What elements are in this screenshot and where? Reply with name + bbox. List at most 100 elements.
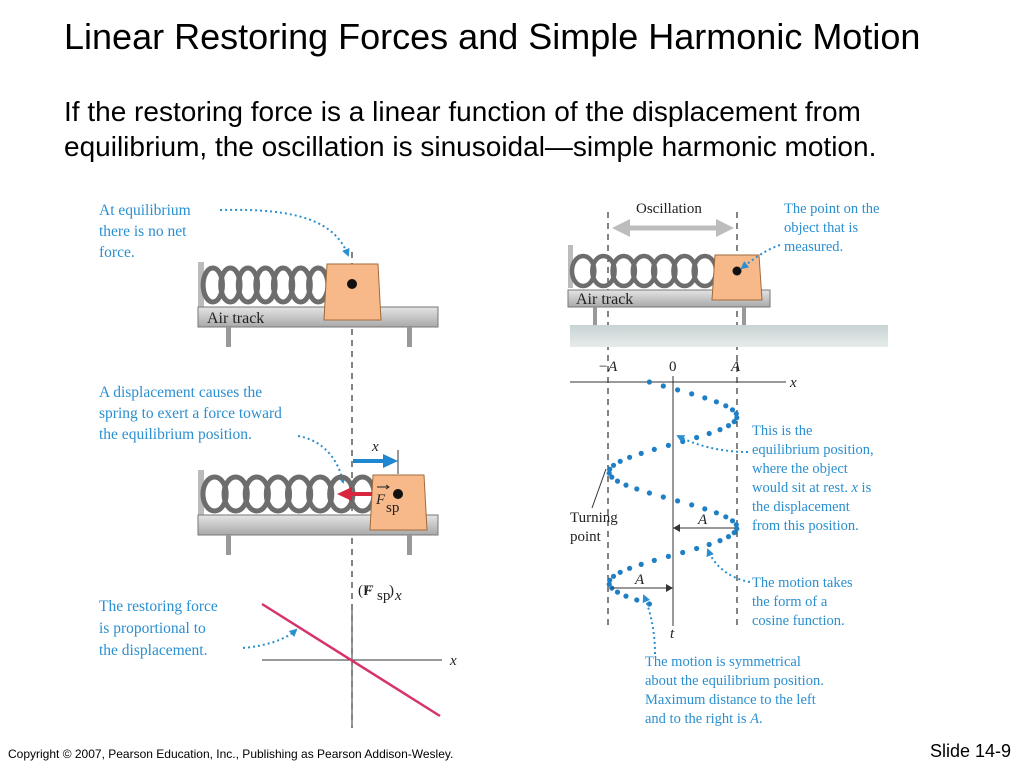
tick-zero: 0 [669, 359, 677, 375]
symmetry-note-line-1: The motion is symmetrical [645, 654, 801, 670]
graph-y-label-open: (F [358, 583, 371, 599]
eq-note-line-4a: would sit at rest. [752, 480, 851, 496]
cosine-dot [606, 581, 612, 587]
symmetry-note-line-4b: A [749, 711, 759, 727]
cosine-dot [729, 518, 736, 524]
restoring-note-line-2: is proportional to [99, 620, 206, 637]
equilibrium-note-line-1: At equilibrium [99, 202, 191, 219]
point-note-leader [740, 244, 781, 270]
tick-neg-a: −A [598, 359, 618, 375]
floor [570, 325, 888, 347]
cosine-note-line-3: cosine function. [752, 613, 845, 629]
graph-y-label-x: x [394, 588, 402, 604]
eq-note-line-4b: x [850, 480, 858, 496]
cosine-dot [725, 423, 732, 429]
copyright-text: Copyright © 2007, Pearson Education, Inc… [8, 747, 454, 761]
cosine-dot [634, 486, 640, 492]
eq-note-line-4: would sit at rest. x is [752, 480, 872, 496]
eq-note-line-6: from this position. [752, 518, 859, 534]
glider-dot-2 [393, 489, 403, 499]
glider-dot-1 [347, 279, 357, 289]
cosine-dot [689, 502, 695, 508]
top-air-track-setup: Air track [197, 262, 439, 347]
force-label: F [375, 492, 386, 508]
amplitude-arrow-1-head [673, 524, 680, 532]
air-track-label-3: Air track [576, 291, 633, 308]
cosine-dot [706, 541, 712, 548]
cosine-dot [627, 454, 633, 460]
cosine-note-leader [706, 548, 751, 583]
track-leg-3a [593, 307, 597, 325]
oscillation-arrow-right-head [716, 219, 734, 237]
symmetry-note-leader [642, 594, 656, 655]
oscillation-arrow-left-head [612, 219, 630, 237]
cosine-dot [660, 494, 666, 500]
cosine-dot [609, 474, 615, 480]
cosine-dot [713, 399, 720, 405]
cosine-dot [634, 597, 640, 603]
cosine-dot [702, 395, 708, 401]
cosine-dot [723, 403, 729, 409]
subtitle-line-1: If the restoring force is a linear funct… [64, 96, 861, 127]
right-top-setup: Oscillation Air track [567, 201, 888, 628]
displacement-note: A displacement causes the spring to exer… [99, 384, 346, 484]
equilibrium-note-line-2: there is no net [99, 223, 187, 240]
cosine-dot [623, 482, 629, 488]
spring-1 [200, 265, 331, 305]
cosine-dot [617, 458, 623, 464]
symmetry-note: The motion is symmetrical about the equi… [642, 594, 824, 727]
cosine-dot [623, 593, 629, 599]
cosine-dot [731, 530, 737, 536]
track-leg-1b [407, 327, 412, 347]
amplitude-label-2: A [634, 572, 645, 588]
point-note-line-3: measured. [784, 239, 843, 255]
glider-block-2 [369, 474, 428, 531]
amplitude-label-1: A [697, 512, 708, 528]
track-leg-3b [742, 307, 746, 325]
turning-point-line-1: Turning [570, 510, 618, 526]
cosine-dot [713, 510, 720, 516]
cosine-note-line-2: the form of a [752, 594, 828, 610]
cosine-dot [733, 522, 739, 528]
cosine-note-line-1: The motion takes [752, 575, 853, 591]
cosine-dot [717, 538, 723, 544]
cosine-dot [665, 553, 672, 560]
equilibrium-note-line-3: force. [99, 244, 135, 261]
cosine-dot [617, 569, 623, 575]
pt-x-axis-label: x [789, 375, 797, 391]
force-displacement-graph: x (F F sp ) x [261, 583, 457, 728]
displacement-note-line-2: spring to exert a force toward [99, 405, 282, 422]
track-leg-2b [407, 535, 412, 555]
turning-point-leader [591, 468, 607, 509]
equilibrium-note: At equilibrium there is no net force. [99, 202, 350, 261]
cosine-dot [607, 577, 613, 583]
cosine-dot [610, 573, 617, 579]
spring-force-arrow-head [337, 487, 352, 501]
turning-point-line-2: point [570, 529, 602, 545]
cosine-dot [610, 462, 617, 468]
equilibrium-position-note: This is the equilibrium position, where … [676, 423, 874, 534]
cosine-dot [606, 470, 612, 476]
cosine-dot [702, 506, 708, 512]
graph-x-label: x [449, 653, 457, 669]
glider-dot-3 [732, 266, 742, 276]
displacement-arrow-head [383, 454, 398, 468]
cosine-dot [651, 557, 657, 564]
cosine-dot [680, 549, 686, 556]
point-note: The point on the object that is measured… [740, 201, 879, 270]
cosine-dot [665, 442, 672, 448]
cosine-dot [725, 534, 732, 540]
spring-3 [569, 253, 719, 289]
tick-a: A [730, 359, 741, 375]
cosine-dot [614, 478, 621, 484]
point-note-line-1: The point on the [784, 201, 879, 217]
cosine-dot [627, 565, 633, 571]
symmetry-note-line-4c: . [759, 711, 763, 727]
cosine-dot [651, 446, 657, 452]
eq-note-line-4c: is [858, 480, 872, 496]
cosine-dot [638, 450, 644, 456]
glider-block-1 [323, 263, 382, 321]
cosine-dot [734, 526, 740, 532]
cosine-dot [689, 391, 695, 397]
restoring-note-line-3: the displacement. [99, 642, 207, 659]
